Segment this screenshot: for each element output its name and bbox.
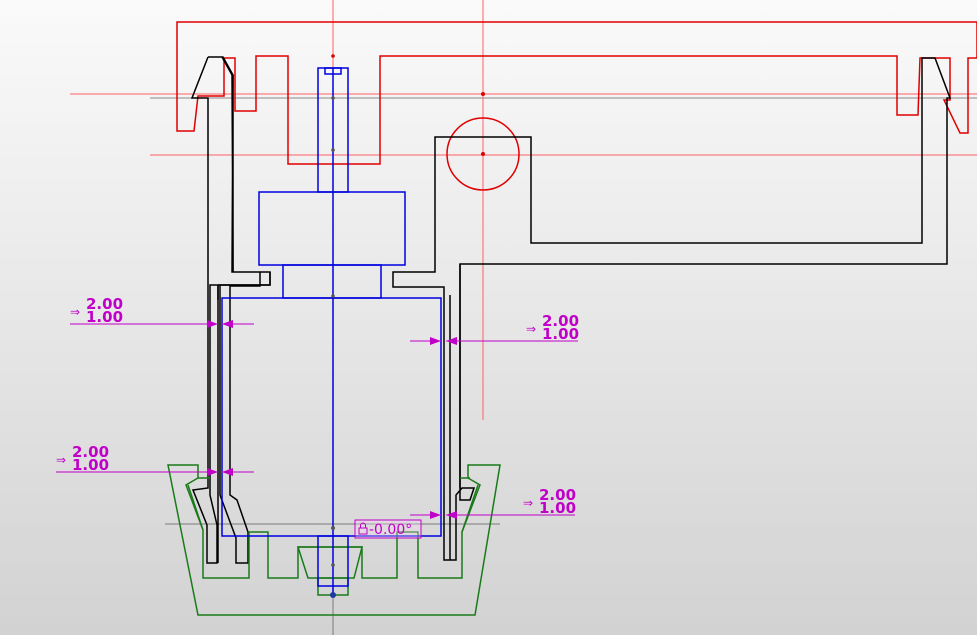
dimension-right-top[interactable]: ⇒ 2.00 1.00 [410,312,579,345]
node-point[interactable] [331,148,335,152]
node-point[interactable] [481,92,485,96]
dimension-arrow-icon [207,468,218,476]
dimension-arrow-icon [207,320,218,328]
blue-hub[interactable] [258,191,406,266]
dimension-left-bottom[interactable]: ⇒ 2.00 1.00 [56,443,254,476]
angle-label[interactable]: -0.00° [354,519,422,539]
angle-lock-icon [358,522,368,535]
dimension-arrow-icon [430,337,441,345]
angle-value[interactable]: -0.00° [369,522,412,538]
dimension-upper-value[interactable]: 2.00 [539,486,576,504]
black-frame-inner-left[interactable] [217,75,271,563]
red-cover-part[interactable] [176,21,977,191]
origin-point[interactable] [330,592,336,598]
dimension-left-top[interactable]: ⇒ 2.00 1.00 [70,295,254,328]
node-points [330,54,485,598]
node-point[interactable] [331,563,335,567]
dimension-arrow-glyph: ⇒ [56,453,66,467]
dimension-arrow-icon [222,320,233,328]
node-point[interactable] [331,96,335,100]
blue-neck[interactable] [282,264,382,299]
green-base-inner[interactable] [187,477,479,533]
green-base-outline[interactable] [167,464,501,616]
node-point[interactable] [481,152,485,156]
blue-rotor-part[interactable] [221,67,442,597]
dimension-arrow-icon [446,337,457,345]
blue-body[interactable] [221,297,442,537]
dimension-lower-value[interactable]: 1.00 [72,456,109,474]
dimension-arrow-glyph: ⇒ [70,305,80,319]
dimension-arrow-icon [222,468,233,476]
node-point[interactable] [331,54,335,58]
node-point[interactable] [331,526,335,530]
black-frame-left-wall[interactable] [190,56,219,564]
dimension-lower-value[interactable]: 1.00 [539,499,576,517]
black-frame-right-section[interactable] [392,57,952,561]
black-frame-profile[interactable] [190,56,952,564]
black-frame-outline[interactable] [208,56,271,564]
node-point[interactable] [331,294,335,298]
dimension-upper-value[interactable]: 2.00 [542,312,579,330]
dimension-lower-value[interactable]: 1.00 [86,308,123,326]
dimension-arrow-glyph: ⇒ [523,496,533,510]
red-cover-circle[interactable] [446,117,520,191]
green-center-trapezoid[interactable] [296,546,363,579]
dimension-right-bottom[interactable]: ⇒ 2.00 1.00 [410,486,576,519]
dimension-upper-value[interactable]: 2.00 [86,295,123,313]
dimension-upper-value[interactable]: 2.00 [72,443,109,461]
red-cover-outline[interactable] [176,21,977,165]
dimension-arrow-icon [446,511,457,519]
angle-label-box[interactable] [354,519,422,539]
dimension-lower-value[interactable]: 1.00 [542,325,579,343]
dimension-arrow-glyph: ⇒ [526,322,536,336]
dimension-arrow-icon [430,511,441,519]
